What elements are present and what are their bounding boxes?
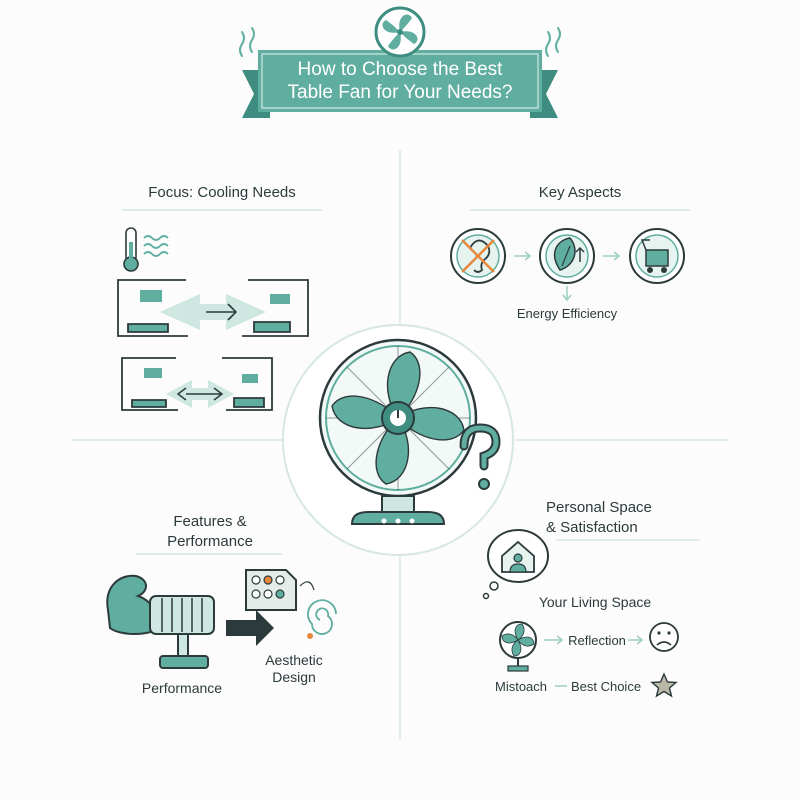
airflow-arrow-small — [166, 380, 234, 408]
aspects-title: Key Aspects — [538, 184, 622, 201]
wind-lines-left — [239, 27, 255, 57]
features-title-line-1: Features & — [173, 513, 247, 530]
center-fan-illustration — [282, 324, 514, 556]
features-title: Features & Performance — [130, 512, 290, 552]
heat-waves-icon — [143, 235, 169, 257]
large-room-illustration — [117, 279, 309, 337]
aesthetic-design-line-2: Design — [272, 669, 316, 685]
portable-cart-icon — [629, 228, 685, 284]
flexed-arm-icon — [106, 574, 160, 635]
reflection-label: Reflection — [568, 633, 626, 648]
energy-efficiency-label: Energy Efficiency — [516, 306, 618, 321]
cooling-title: Focus: Cooling Needs — [148, 184, 296, 201]
no-noise-ear-icon — [450, 228, 506, 284]
question-mark-icon — [459, 423, 501, 490]
leaf-energy-icon — [539, 228, 595, 284]
spiral-icon — [299, 581, 337, 639]
fan-icon — [374, 6, 426, 58]
quadrant-dividers — [72, 150, 728, 740]
title-line-2: Table Fan for Your Needs? — [287, 82, 513, 103]
thermometer-icon — [123, 227, 139, 272]
personal-title-line-1: Personal Space — [546, 499, 652, 516]
aesthetic-design-label: Aesthetic Design — [244, 652, 344, 686]
page-title: How to Choose the Best Table Fan for You… — [262, 58, 538, 104]
sad-face-icon — [649, 622, 679, 652]
living-space-label: Your Living Space — [538, 594, 652, 610]
aspect-arrow-1 — [514, 251, 532, 261]
personal-title-line-2: & Satisfaction — [546, 519, 638, 536]
features-title-line-2: Performance — [167, 533, 253, 550]
small-room-illustration — [121, 357, 273, 411]
wind-lines-right — [545, 27, 561, 57]
performance-label: Performance — [141, 680, 223, 696]
aspect-arrow-2 — [562, 251, 621, 302]
house-person-icon — [482, 529, 549, 600]
star-icon — [650, 672, 678, 698]
control-panel-icon — [245, 569, 297, 611]
airflow-arrow-large — [160, 294, 266, 330]
arrow-right-icon — [226, 610, 274, 646]
title-line-1: How to Choose the Best — [297, 59, 503, 80]
mismatch-label: Mistoach — [494, 679, 548, 694]
reflection-arrows — [544, 635, 644, 687]
performance-fan-icon — [149, 595, 215, 669]
best-choice-label: Best Choice — [570, 679, 642, 694]
personal-title: Personal Space & Satisfaction — [546, 498, 710, 538]
small-fan-icon — [499, 621, 537, 672]
aesthetic-design-line-1: Aesthetic — [265, 652, 323, 668]
